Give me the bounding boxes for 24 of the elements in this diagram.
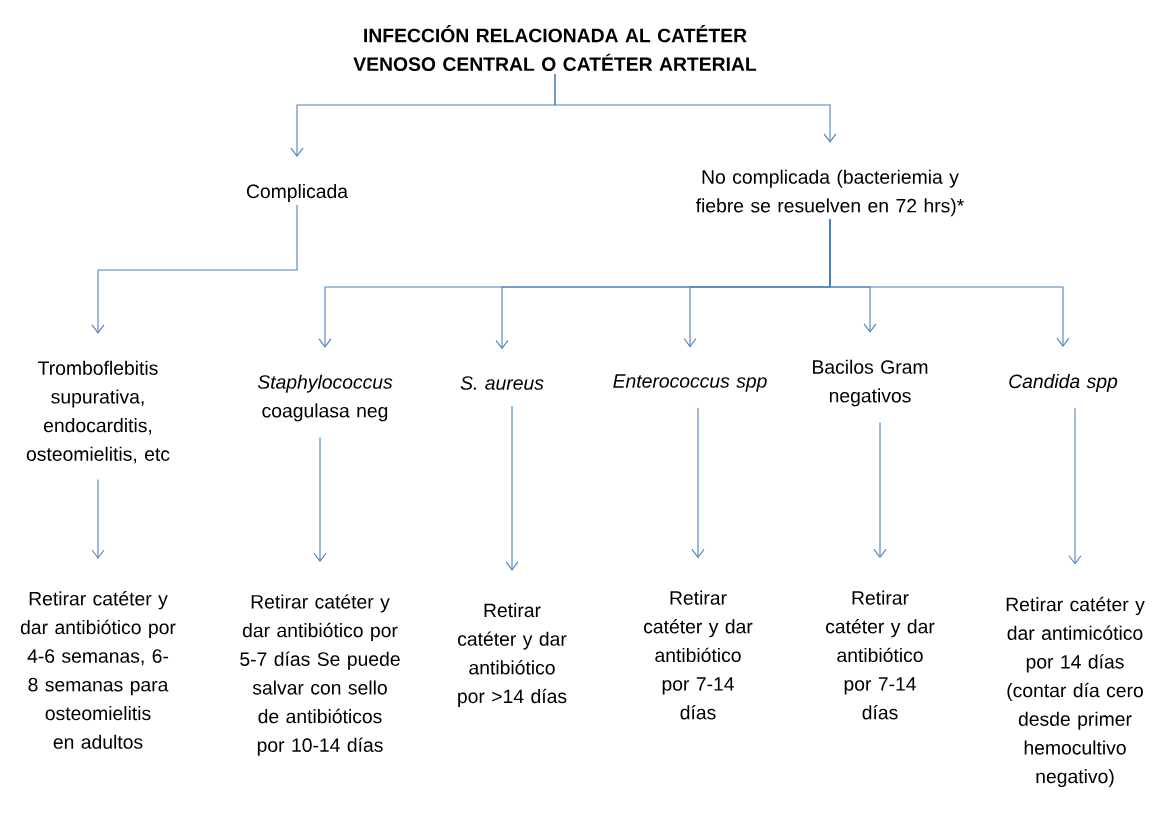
title-text: INFECCIÓN RELACIONADA AL CATÉTER VENOSO CENTRAL O CATÉTER ARTERIAL: [353, 25, 757, 71]
treatment-text: Retirar catéter y dar antibiótico por >14 días: [458, 603, 567, 707]
organism-label: Enterococcus spp: [613, 374, 767, 392]
branch-label: No complicada (bacteriemia y fiebre se resuelven en 72 hrs)*: [695, 169, 964, 217]
arrow: [91, 204, 298, 334]
treatment-text: Retirar catéter y dar antibiótico por 5-7 días Se puede salvar con sello de antibióticos por 10-14 días: [240, 594, 400, 756]
organism-label: Bacilos Gram negativos: [813, 359, 928, 407]
treatment-text: Retirar catéter y dar antibiótico por 4-6 semanas, 6-8 semanas para osteomielitis en adultos: [20, 591, 176, 749]
arrow: [829, 218, 1070, 348]
arrow: [505, 405, 519, 571]
arrow: [1068, 407, 1082, 565]
organism-label: S. aureus: [460, 376, 544, 390]
organism-label: Staphylococcus coagulasa neg: [257, 374, 393, 422]
arrow: [91, 478, 105, 559]
branch-label: Complicada: [246, 184, 348, 202]
treatment-text: Retirar catéter y dar antibiótico por 7-14 días: [826, 590, 935, 720]
arrow: [313, 437, 327, 562]
arrow: [873, 422, 887, 559]
arrow: [554, 73, 837, 143]
arrow: [691, 407, 705, 559]
condition-label: Tromboflebitis supurativa, endocarditis, osteomielitis, etc: [26, 360, 170, 464]
treatment-text: Retirar catéter y dar antimicótico por 14 días (contar día cero desde primer hemocultivo negativo): [1006, 596, 1145, 788]
organism-label: Candida spp: [1009, 374, 1118, 392]
treatment-text: Retirar catéter y dar antibiótico por 7-14 días: [644, 590, 753, 720]
